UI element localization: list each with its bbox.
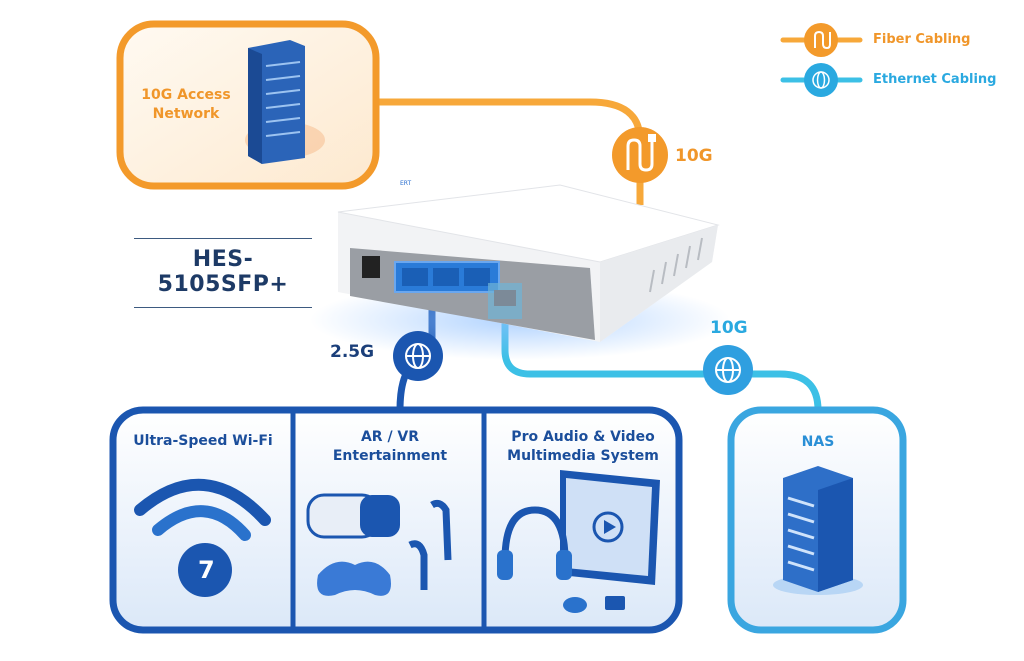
app-arvr-label-line1: AR / VR	[360, 429, 420, 445]
access-network-label: 10G Access Network	[141, 86, 230, 124]
vr-gaming-icon	[306, 493, 452, 596]
lan-port	[402, 268, 428, 286]
app-arvr-label: AR / VR Entertainment	[333, 428, 447, 466]
access-network-label-line1: 10G Access	[141, 87, 231, 103]
app-wifi-label: Ultra-Speed Wi-Fi	[133, 432, 272, 451]
globe-icon-lan	[393, 331, 443, 381]
legend-ethernet-label: Ethernet Cabling	[873, 72, 997, 87]
app-av-label-line2: Multimedia System	[507, 448, 659, 464]
app-wifi-label-line1: Ultra-Speed Wi-Fi	[133, 433, 273, 449]
legend-fiber-swatch	[780, 23, 863, 57]
lan-port	[433, 268, 459, 286]
device-model-title: HES-5105SFP+	[134, 238, 312, 308]
fiber-cable-icon	[612, 127, 668, 183]
wifi-7-badge: 7	[198, 556, 215, 584]
nas-label: NAS	[801, 434, 835, 450]
vent-slots	[649, 237, 703, 293]
app-arvr-label-line2: Entertainment	[332, 448, 448, 464]
audio-video-icon	[497, 470, 660, 613]
app-av-label-line1: Pro Audio & Video	[511, 429, 655, 445]
nas-speed-label: 10G	[710, 318, 748, 338]
router-device: ERT	[310, 180, 730, 360]
fiber-cable	[378, 98, 644, 205]
globe-icon-nas	[703, 345, 753, 395]
access-network-label-line2: Network	[152, 106, 220, 122]
router-brand-logo: ERT	[400, 180, 412, 187]
wifi-7-icon	[134, 478, 271, 597]
legend-fiber-label: Fiber Cabling	[873, 32, 971, 47]
legend-ethernet-swatch	[780, 63, 863, 97]
lan-speed-label: 2.5G	[330, 342, 375, 362]
sfp-port	[494, 290, 516, 306]
power-port	[362, 256, 380, 278]
nas-server-icon	[773, 466, 863, 595]
app-av-label: Pro Audio & Video Multimedia System	[507, 428, 659, 466]
lan-port	[464, 268, 490, 286]
fiber-speed-label: 10G	[675, 146, 713, 166]
server-rack-icon	[245, 40, 325, 164]
